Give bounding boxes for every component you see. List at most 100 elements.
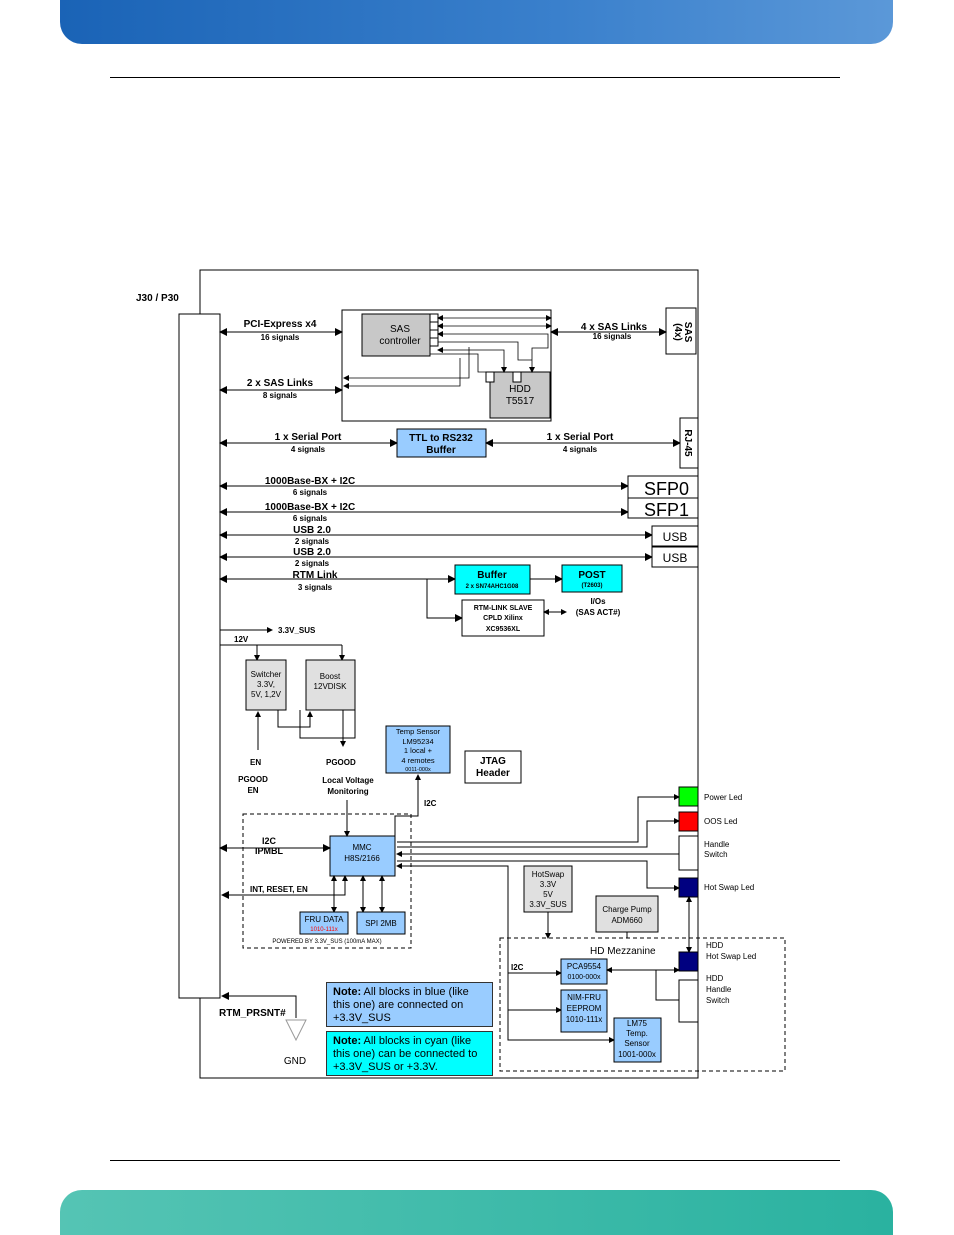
ttl-rs232-label-2: Buffer (426, 445, 456, 456)
boost-feedback (299, 710, 356, 739)
ipmbl-i2c-label: I2C (262, 836, 277, 846)
fru-data-box (299, 911, 349, 935)
rtm-buffer-title: Buffer (477, 570, 507, 581)
hotswap-label-2: 3.3V (540, 880, 557, 889)
temp-label-2: LM95234 (402, 737, 433, 746)
rj45-label: RJ-45 (682, 429, 693, 457)
rtm-present-arrow (221, 992, 297, 1018)
hdd-switch-label-1: HDD (706, 974, 724, 983)
pca-label-2: 0100-000x (567, 974, 601, 981)
hdd-switch-label-2: Handle (706, 985, 732, 994)
hdd-switch-label-3: Switch (706, 996, 730, 1005)
oos-led-link (397, 818, 680, 848)
mmc-box (329, 835, 396, 877)
note-blue: Note: All blocks in blue (like this one)… (326, 982, 493, 1027)
sas-port-3 (429, 329, 439, 339)
cpld-label-3: XC9536XL (486, 626, 521, 633)
hotswap-label-3: 5V (543, 890, 553, 899)
rtm-buffer (454, 564, 531, 595)
serial-right-label: 1 x Serial Port (547, 432, 614, 443)
switcher-label-1: Switcher (251, 670, 282, 679)
monitoring-label-2: Monitoring (327, 787, 368, 796)
rj45-connector (679, 417, 699, 469)
charge-pump-label-1: Charge Pump (602, 905, 652, 914)
sas-int-5 (437, 347, 507, 373)
sas4-label: 4 x SAS Links (581, 322, 648, 333)
sas-controller-label-2: controller (379, 336, 421, 347)
spi-label: SPI 2MB (365, 919, 397, 928)
sas-controller (361, 313, 431, 357)
handle-label-1: Handle (704, 840, 730, 849)
sfp0-signals: 6 signals (293, 488, 328, 497)
serial-left-signals: 4 signals (291, 445, 326, 454)
power-led-link (397, 794, 680, 843)
hdd-hotswap-led (678, 951, 699, 972)
rtm-present-label: RTM_PRSNT# (219, 1008, 286, 1019)
v12-label: 12V (234, 635, 249, 644)
ttl-rs232-buffer (396, 428, 487, 458)
en-label: EN (250, 758, 261, 767)
rtm-label: RTM Link (293, 570, 338, 581)
usb1-label: USB (663, 551, 688, 565)
note-cyan-bold: Note: (333, 1035, 362, 1047)
sfp1-link-label: 1000Base-BX + I2C (265, 502, 355, 513)
nim-label-1: NIM-FRU (567, 993, 601, 1002)
boost-label-1: Boost (320, 672, 341, 681)
usb0-link-label: USB 2.0 (293, 525, 331, 536)
note-blue-bold: Note: (333, 986, 362, 998)
sas-int-7 (343, 347, 470, 381)
fru-data-sub: 1010-111x (310, 927, 337, 933)
oos-led-label: OOS Led (704, 817, 737, 826)
fru-data-title: FRU DATA (305, 915, 344, 924)
pcie-signals: 16 signals (261, 333, 300, 342)
int-reset-label: INT, RESET, EN (250, 885, 308, 894)
note-cyan: Note: All blocks in cyan (like this one)… (326, 1031, 493, 1076)
footer-bar (60, 1190, 893, 1235)
temp-mmc-link (394, 774, 421, 836)
sas-int-3 (437, 331, 549, 373)
note-cyan-text: All blocks in cyan (like this one) can b… (333, 1035, 478, 1073)
sas-connector (665, 307, 697, 355)
sas2-signals: 8 signals (263, 391, 298, 400)
jtag-box (464, 750, 522, 784)
sfp1-port (627, 497, 699, 519)
sas-connector-label-1: SAS (682, 322, 693, 343)
hotswap-led (678, 877, 699, 898)
usb0-signals: 2 signals (295, 537, 330, 546)
sas-group (341, 309, 552, 422)
gnd-label: GND (284, 1056, 306, 1067)
hotswap-led-label: Hot Swap Led (704, 883, 754, 892)
jtag-label-1: JTAG (480, 756, 506, 767)
usb0-port (651, 525, 699, 547)
sas-int-6 (430, 353, 486, 373)
ttl-rs232-label-1: TTL to RS232 (409, 433, 473, 444)
sfp1-signals: 6 signals (293, 514, 328, 523)
power-led-label: Power Led (704, 793, 742, 802)
nim-label-3: 1010-111x (566, 1015, 603, 1024)
hdd-label-1: HDD (509, 384, 531, 395)
header-rule (110, 77, 840, 78)
lm75-box (613, 1017, 662, 1063)
sas2-label: 2 x SAS Links (247, 378, 314, 389)
rtm-cpld-arrow (426, 579, 463, 622)
usb1-port (651, 546, 699, 568)
sfp0-link-label: 1000Base-BX + I2C (265, 476, 355, 487)
pgood-en-link (277, 710, 313, 728)
mezzanine-region (499, 937, 786, 1072)
charge-pump-box (595, 895, 659, 933)
usb1-signals: 2 signals (295, 559, 330, 568)
cpld-label-1: RTM-LINK SLAVE (474, 605, 533, 612)
sas-port-2 (429, 321, 439, 331)
usb0-label: USB (663, 530, 688, 544)
temp-label-5: 0011-000x (405, 767, 431, 773)
monitoring-label-1: Local Voltage (322, 776, 374, 785)
nim-label-2: EEPROM (567, 1004, 602, 1013)
hdd-port-1 (485, 371, 495, 383)
sas-int-4 (438, 341, 532, 361)
sfp1-label: SFP1 (644, 500, 689, 520)
temp-label-4: 4 remotes (401, 756, 435, 765)
mezz-i2c-label: I2C (511, 963, 524, 972)
pgood-en-label-2: EN (247, 786, 258, 795)
sas-controller-label-1: SAS (390, 324, 410, 335)
hdd-led-label-2: Hot Swap Led (706, 952, 756, 961)
